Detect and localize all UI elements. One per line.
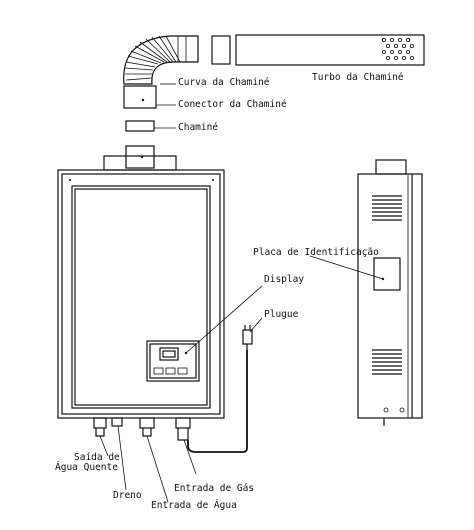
chimney-flue	[125, 145, 155, 169]
chimney-turbo	[211, 34, 425, 66]
label-placa-de-identificacao: Placa de Identificação	[253, 247, 379, 258]
chimney-elbow	[123, 35, 199, 109]
label-display: Display	[264, 274, 305, 285]
power-plug	[242, 325, 253, 350]
label-entrada-de-agua: Entrada de Água	[151, 500, 237, 511]
label-chamine: Chaminé	[178, 122, 219, 133]
label-entrada-de-gas: Entrada de Gás	[174, 483, 255, 494]
label-conector-da-chamine: Conector da Chaminé	[178, 99, 287, 110]
label-plugue: Plugue	[264, 309, 299, 320]
power-cable	[187, 350, 248, 453]
heater-front-view	[57, 155, 225, 441]
heater-side-view	[357, 159, 423, 426]
label-saida-de-agua-quente-line1: Saída de	[74, 452, 120, 463]
label-curva-da-chamine: Curva da Chaminé	[178, 77, 270, 88]
chimney-connector	[125, 120, 155, 132]
label-saida-de-agua-quente-line2: Água Quente	[55, 462, 118, 473]
label-dreno: Dreno	[113, 490, 142, 501]
leader-lines	[99, 83, 384, 503]
label-turbo-da-chamine: Turbo da Chaminé	[312, 72, 404, 83]
